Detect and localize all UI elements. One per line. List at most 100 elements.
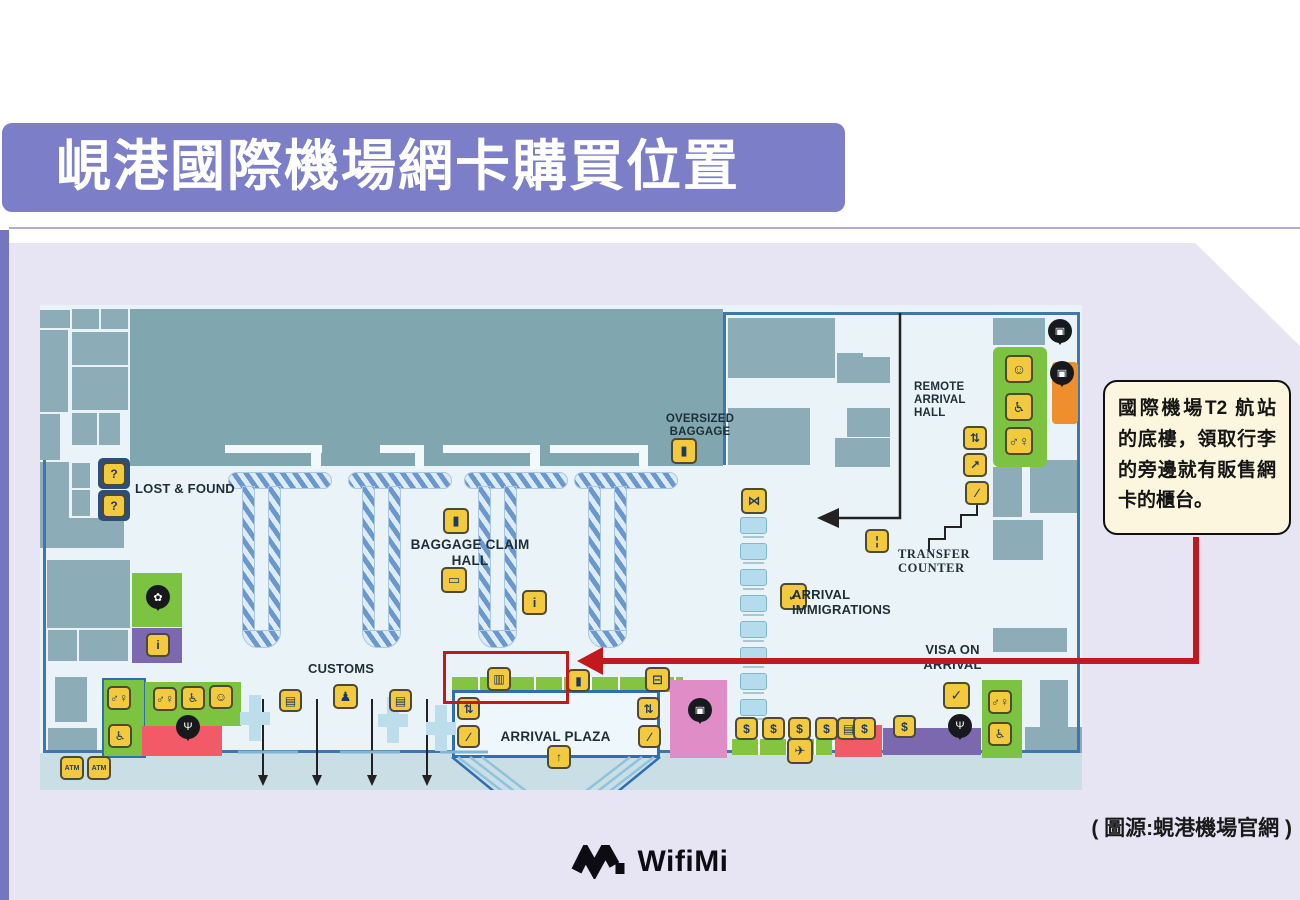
immigration-booth-icon xyxy=(740,543,767,564)
xray-machine-icon xyxy=(426,705,456,751)
currency-exchange-icon: $ xyxy=(762,717,785,740)
up-arrow-icon: ↑ xyxy=(547,745,571,769)
map-block xyxy=(728,408,810,465)
customs-declaration-icon: ▤ xyxy=(279,689,302,712)
map-block xyxy=(723,312,1080,315)
image-source-credit: ( 圖源:蜆港機場官網 ) xyxy=(1091,817,1292,840)
map-block xyxy=(79,630,128,661)
currency-exchange-icon: $ xyxy=(815,717,838,740)
map-label: VISA ON ARRIVAL xyxy=(923,642,982,672)
sim-card-counter-icon: ▥ xyxy=(487,667,511,691)
baggage-belt xyxy=(478,630,517,648)
brand-footer: WifiMi xyxy=(571,845,728,879)
map-label: CUSTOMS xyxy=(308,661,375,676)
baggage-cart-icon: ▭ xyxy=(441,567,467,593)
immigration-booth-icon xyxy=(740,517,767,538)
currency-exchange-icon: $ xyxy=(853,717,876,740)
airline-transfer-icon: ✈ xyxy=(787,738,813,764)
map-block xyxy=(1030,460,1080,513)
map-block xyxy=(835,438,890,467)
food-pin: Ψ xyxy=(948,714,972,738)
map-label: LOST & FOUND xyxy=(135,481,235,496)
map-block xyxy=(48,630,77,661)
map-block xyxy=(311,445,321,469)
elevator-icon: ⇅ xyxy=(637,697,660,720)
oversized-baggage-icon: ▮ xyxy=(671,438,697,464)
airport-map: ??▮▭i▮☺♿♂♀⇅↗∕¦⋈✓✓⇅⇅∕∕▥▮⊟↑▤▤♟$$$$▤$$✈♂♀♿♂… xyxy=(40,305,1082,790)
atm-icon: ATM xyxy=(87,756,111,780)
wheelchair-icon: ♿ xyxy=(1005,393,1033,421)
map-block xyxy=(72,332,128,365)
map-block xyxy=(837,353,863,383)
currency-exchange-icon: $ xyxy=(788,717,811,740)
currency-exchange-icon: $ xyxy=(735,717,758,740)
passport-control-icon: ✓ xyxy=(943,682,970,709)
lost-and-found-icon: ? xyxy=(102,462,126,486)
stairs-icon: ∕ xyxy=(457,725,480,748)
map-block xyxy=(728,318,835,378)
map-block xyxy=(40,310,70,328)
divider-line xyxy=(9,227,1300,229)
currency-exchange-icon: $ xyxy=(893,715,916,738)
map-label: ARRIVAL PLAZA xyxy=(500,729,611,744)
map-label: REMOTE ARRIVAL HALL xyxy=(914,381,966,420)
thermometer-icon: ¦ xyxy=(865,529,889,553)
restroom-icon: ♂♀ xyxy=(107,686,131,710)
shopping-pin: ▣ xyxy=(688,698,712,722)
map-block xyxy=(723,312,726,465)
map-block xyxy=(72,490,90,516)
map-block xyxy=(72,463,90,488)
map-block xyxy=(380,445,424,453)
baggage-belt xyxy=(362,630,401,648)
immigration-booth-icon xyxy=(740,647,767,668)
baggage-belt xyxy=(588,630,627,648)
map-block xyxy=(72,413,97,445)
baggage-belt xyxy=(268,486,281,632)
brand-name: WifiMi xyxy=(637,845,729,878)
restroom-icon: ♂♀ xyxy=(988,690,1012,714)
wheelchair-icon: ♿ xyxy=(181,686,205,710)
left-accent-strip xyxy=(0,230,9,900)
annotation-callout: 國際機場T2 航站的底樓，領取行李的旁邊就有販售網卡的櫃台。 xyxy=(1103,380,1291,535)
mobile-counter-icon: ▮ xyxy=(567,669,590,692)
map-block xyxy=(639,445,648,469)
map-label: BAGGAGE CLAIM HALL xyxy=(410,537,530,568)
immigration-booth-icon xyxy=(740,621,767,642)
customs-officer-icon: ♟ xyxy=(333,684,358,709)
map-block xyxy=(443,445,540,453)
map-block xyxy=(1040,680,1068,727)
map-block xyxy=(1025,727,1082,754)
highlight-rectangle xyxy=(443,651,569,704)
baggage-belt xyxy=(614,486,627,632)
title-banner: 峴港國際機場網卡購買位置 xyxy=(2,123,845,212)
wifimi-logo-icon xyxy=(571,845,625,879)
map-block xyxy=(993,318,1045,345)
baggage-belt xyxy=(242,486,255,632)
map-label: ARRIVAL IMMIGRATIONS xyxy=(792,587,891,617)
map-block xyxy=(47,560,130,628)
info-icon: i xyxy=(146,633,170,657)
map-block xyxy=(1077,315,1080,753)
map-block xyxy=(40,414,60,460)
map-block xyxy=(993,520,1043,560)
lost-and-found-icon: ? xyxy=(102,494,126,518)
map-label: OVERSIZED BAGGAGE xyxy=(665,413,735,439)
map-block xyxy=(43,460,46,753)
food-pin: Ψ xyxy=(176,715,200,739)
baggage-belt xyxy=(588,486,601,632)
immigration-booth-icon xyxy=(740,699,767,720)
map-block xyxy=(225,445,322,453)
map-block xyxy=(40,518,124,548)
map-block xyxy=(530,445,540,469)
map-block xyxy=(415,445,424,469)
baggage-belt xyxy=(362,486,375,632)
map-block xyxy=(99,413,120,445)
map-block xyxy=(847,408,890,437)
map-block xyxy=(550,445,647,453)
map-block xyxy=(130,309,723,466)
immigration-booth-icon xyxy=(740,569,767,590)
stairs-icon: ∕ xyxy=(965,481,989,505)
page-title: 峴港國際機場網卡購買位置 xyxy=(56,135,741,197)
wheelchair-icon: ♿ xyxy=(988,722,1012,746)
baby-care-icon: ☺ xyxy=(1005,355,1033,383)
